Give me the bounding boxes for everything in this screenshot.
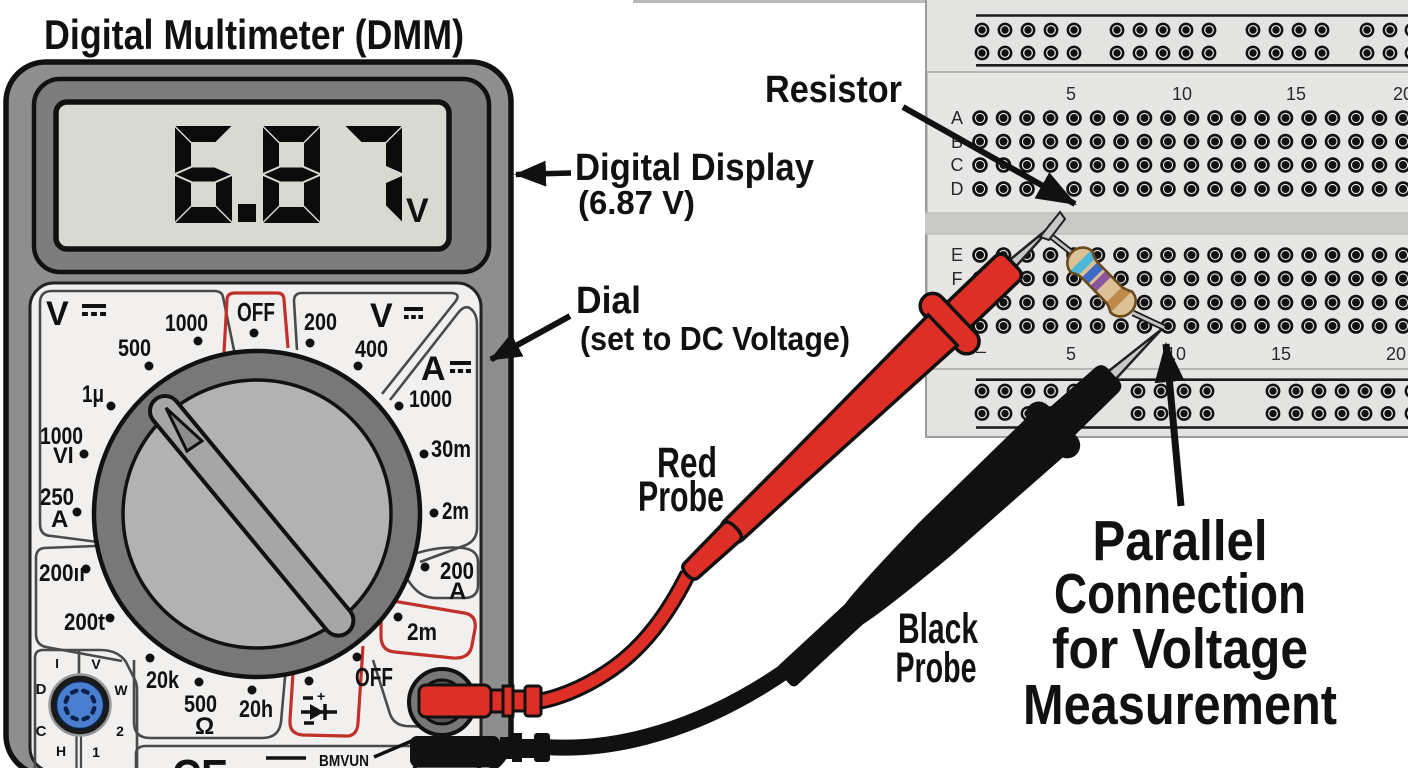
svg-text:Digital Display: Digital Display [575, 147, 814, 189]
svg-text:250: 250 [40, 484, 74, 511]
svg-text:A: A [951, 108, 963, 128]
svg-text:Resistor: Resistor [765, 69, 902, 111]
svg-text:for Voltage: for Voltage [1052, 617, 1308, 681]
svg-text:1μ: 1μ [82, 381, 104, 408]
svg-text:5: 5 [1066, 84, 1076, 104]
svg-text:5: 5 [1066, 344, 1076, 364]
svg-text:V: V [370, 297, 393, 335]
svg-text:500: 500 [118, 335, 151, 362]
svg-text:200: 200 [304, 309, 337, 336]
svg-text:D: D [36, 681, 47, 698]
svg-text:A: A [449, 578, 466, 605]
svg-text:OFF: OFF [237, 297, 275, 327]
svg-text:Digital Multimeter (DMM): Digital Multimeter (DMM) [44, 11, 464, 58]
svg-text:20k: 20k [146, 667, 180, 694]
svg-text:F: F [952, 269, 963, 289]
svg-text:V: V [46, 295, 69, 333]
svg-text:V: V [406, 192, 429, 230]
svg-text:Dial: Dial [576, 280, 641, 322]
svg-text:20h: 20h [239, 696, 273, 723]
svg-text:Probe: Probe [638, 473, 724, 521]
svg-text:W: W [114, 682, 128, 698]
svg-text:D: D [951, 179, 964, 199]
svg-text:500: 500 [184, 691, 217, 718]
svg-text:C: C [951, 155, 964, 175]
svg-text:A: A [51, 506, 68, 533]
svg-text:20: 20 [1393, 84, 1408, 104]
svg-text:OFF: OFF [355, 662, 393, 692]
svg-text:30m: 30m [431, 436, 471, 463]
svg-text:E: E [951, 245, 963, 265]
svg-text:–: – [976, 341, 986, 361]
svg-text:Probe: Probe [896, 644, 977, 692]
svg-text:200ıı: 200ıı [39, 560, 85, 587]
svg-text:Connection: Connection [1054, 562, 1306, 626]
svg-text:+: + [317, 688, 325, 704]
svg-text:1000: 1000 [409, 386, 452, 413]
svg-text:Parallel: Parallel [1093, 509, 1268, 573]
svg-text:2m: 2m [442, 498, 469, 525]
svg-text:10: 10 [1172, 84, 1192, 104]
svg-text:CE: CE [172, 751, 228, 768]
svg-text:15: 15 [1271, 344, 1291, 364]
svg-text:1000: 1000 [165, 310, 208, 337]
svg-text:Ω: Ω [195, 713, 214, 740]
svg-text:20: 20 [1386, 344, 1406, 364]
svg-text:(6.87 V): (6.87 V) [578, 184, 695, 221]
svg-text:Vl: Vl [53, 443, 74, 468]
svg-text:200: 200 [440, 558, 474, 585]
svg-text:H: H [56, 743, 66, 759]
svg-text:1: 1 [92, 744, 100, 760]
svg-text:2: 2 [116, 723, 124, 739]
svg-text:Measurement: Measurement [1023, 673, 1337, 737]
svg-text:(set to DC Voltage): (set to DC Voltage) [580, 320, 850, 357]
svg-text:A: A [421, 350, 446, 388]
svg-text:15: 15 [1286, 84, 1306, 104]
svg-text:Black: Black [898, 605, 978, 653]
svg-text:Red: Red [657, 439, 717, 487]
svg-text:C: C [36, 723, 47, 740]
svg-text:BMVUN: BMVUN [319, 753, 369, 768]
svg-text:200t: 200t [64, 609, 105, 636]
svg-text:V: V [91, 656, 101, 672]
svg-text:2m: 2m [407, 619, 437, 646]
svg-text:I: I [55, 656, 59, 671]
svg-text:400: 400 [355, 336, 388, 363]
svg-text:1000: 1000 [40, 423, 83, 450]
